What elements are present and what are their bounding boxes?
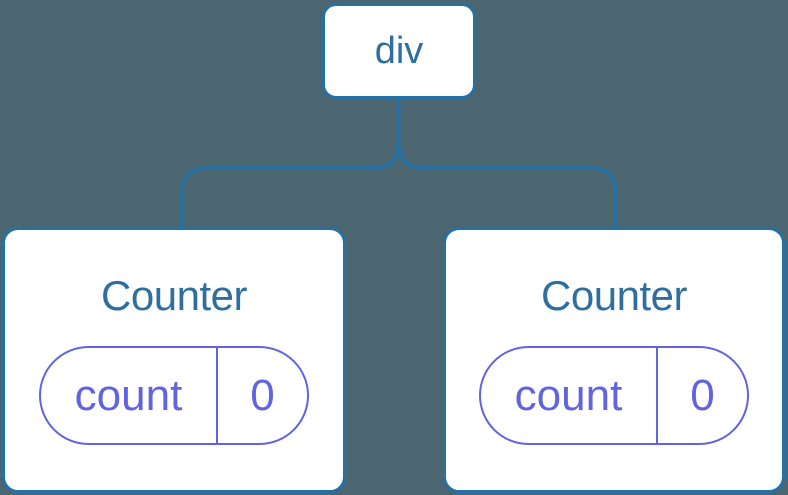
- component-title: Counter: [541, 272, 687, 319]
- state-value: 0: [250, 370, 275, 420]
- state-pill: count 0: [479, 346, 749, 446]
- dom-node-div: div: [322, 3, 476, 99]
- state-value-cell: 0: [218, 348, 307, 443]
- state-value-cell: 0: [658, 348, 747, 443]
- div-node-label: div: [374, 30, 424, 72]
- counter-card-right: Counter count 0: [443, 227, 785, 493]
- pill-divider: [216, 348, 218, 444]
- state-key-cell: count: [41, 348, 216, 443]
- pill-divider: [656, 348, 658, 444]
- state-key-label: count: [74, 370, 183, 420]
- state-pill: count 0: [39, 346, 309, 446]
- connector-right-branch: [396, 99, 618, 228]
- counter-card-left: Counter count 0: [2, 227, 346, 493]
- connector-left-branch: [180, 99, 401, 228]
- component-title: Counter: [101, 272, 247, 319]
- state-key-label: count: [514, 370, 623, 420]
- state-key-cell: count: [481, 348, 656, 443]
- state-value: 0: [690, 370, 715, 420]
